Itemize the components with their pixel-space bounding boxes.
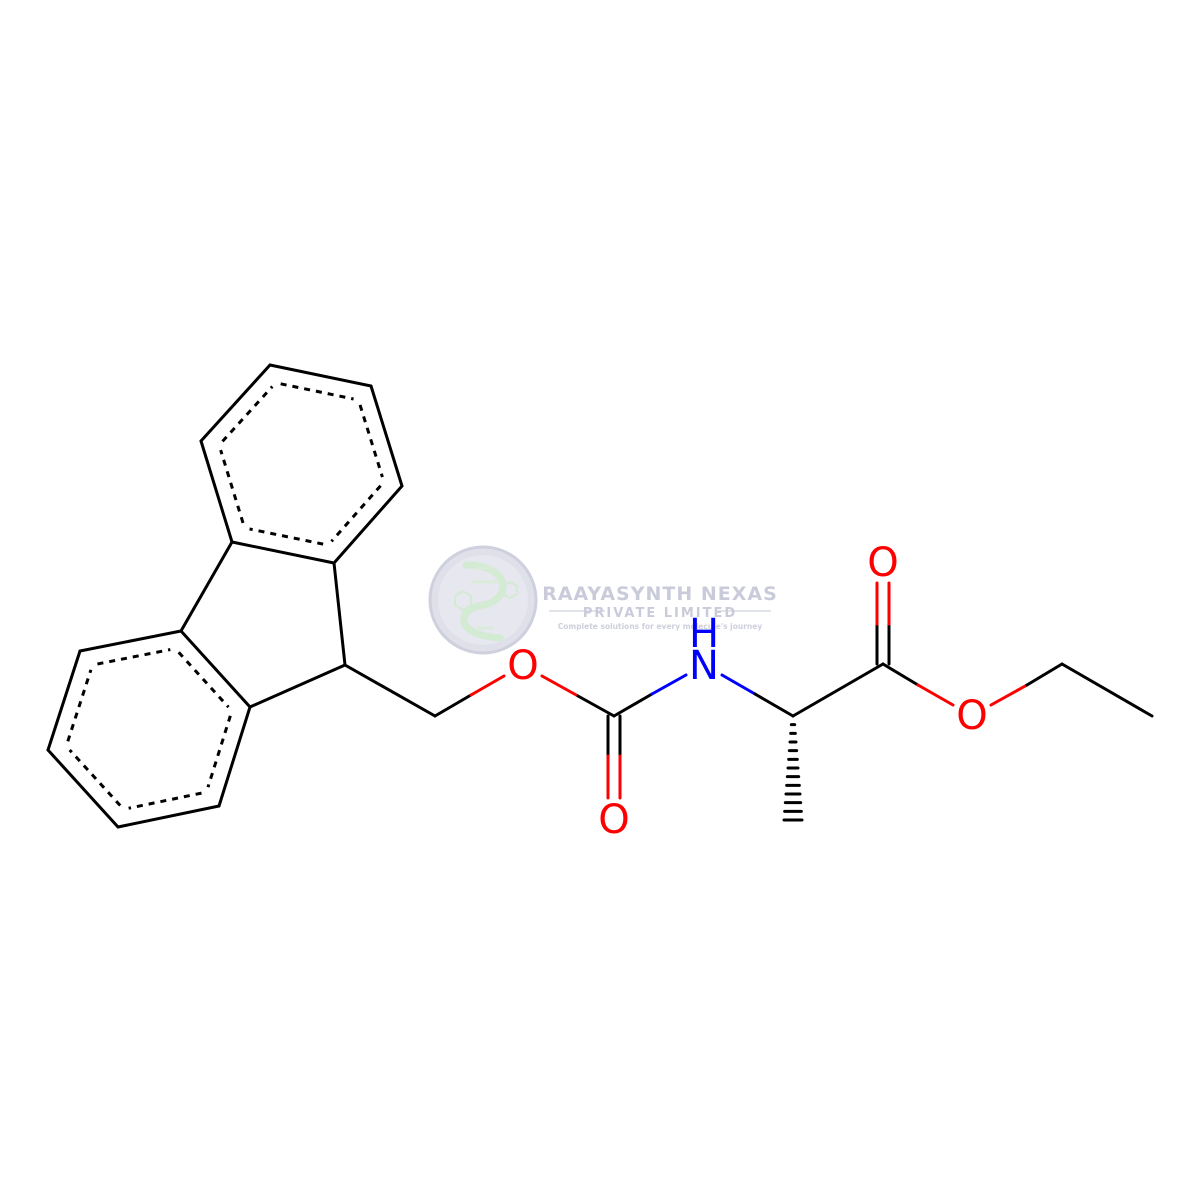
- fluorene-c9-top-bond: [332, 561, 347, 667]
- top-benzene-ring-bond-1: [369, 384, 404, 488]
- alpha-carbonyl-bond: [791, 662, 885, 718]
- c9-ch2-bond: [343, 663, 437, 718]
- top-benzene-ring-aromatic-4: [219, 449, 245, 524]
- ester-o-bond-oxygen-half: [916, 683, 955, 707]
- n-alpha-bond-nitrogen-half: [720, 673, 757, 696]
- top-benzene-ring-aromatic-5: [221, 385, 274, 443]
- o-ethyl-bond-oxygen-half: [989, 683, 1029, 707]
- o-carbamate-bond-carbon-half: [576, 694, 616, 718]
- fluorene-c9-bottom-bond: [248, 663, 347, 709]
- ethyl-cc-bond: [1060, 662, 1154, 718]
- top-benzene-ring-bond-5: [199, 363, 272, 443]
- bottom-benzene-ring-bond-4: [46, 649, 82, 752]
- top-benzene-ring-aromatic-0: [280, 382, 354, 401]
- bottom-benzene-ring-aromatic-0: [177, 651, 230, 709]
- bottom-benzene-ring-bond-1: [217, 705, 252, 808]
- top-benzene-ring-aromatic-2: [330, 484, 382, 543]
- bottom-benzene-ring-bond-0: [179, 629, 252, 709]
- atom-oxygen-ether: O: [507, 643, 538, 689]
- atom-oxygen-ester: O: [956, 693, 987, 739]
- top-benzene-ring-aromatic-1: [358, 404, 384, 478]
- bottom-benzene-ring-aromatic-3: [68, 748, 122, 807]
- atom-nitrogen-amide: N: [689, 643, 719, 689]
- ch2-o-bond-carbon-half: [433, 693, 473, 718]
- bottom-benzene-ring-aromatic-5: [97, 648, 171, 666]
- bottom-benzene-ring-bond-2: [116, 804, 221, 829]
- o-ethyl-bond-carbon-half: [1025, 662, 1064, 687]
- watermark-subtitle: PRIVATE LIMITED: [583, 606, 737, 621]
- watermark-tagline: Complete solutions for every molecule's …: [558, 622, 763, 631]
- top-benzene-ring-bond-2: [332, 484, 404, 565]
- atom-oxygen-carbonyl: O: [598, 797, 629, 843]
- o-carbamate-bond-oxygen-half: [540, 674, 580, 698]
- bond-layer: [46, 363, 1154, 829]
- n-alpha-bond-carbon-half: [753, 692, 795, 718]
- bottom-benzene-ring-aromatic-1: [206, 715, 232, 788]
- top-benzene-ring-bond-4: [199, 439, 234, 544]
- atom-layer: O O N H O O: [507, 540, 987, 843]
- dna-helix-logo: [428, 545, 538, 655]
- atom-hydrogen-amide: H: [689, 611, 719, 657]
- fluorene-biaryl-bond: [179, 540, 234, 633]
- watermark: RAAYASYNTH NEXAS PRIVATE LIMITED Complet…: [428, 545, 778, 655]
- ester-o-bond-carbon-half: [881, 662, 920, 687]
- atom-oxygen-ester-carbonyl: O: [867, 540, 898, 586]
- bottom-benzene-ring-bond-5: [78, 629, 183, 653]
- bottom-benzene-ring-aromatic-4: [66, 669, 93, 742]
- carbamate-n-bond-carbon-half: [612, 692, 654, 718]
- bottom-benzene-ring-bond-3: [46, 748, 120, 829]
- carbamate-n-bond-nitrogen-half: [650, 673, 688, 696]
- bottom-benzene-ring-aromatic-2: [128, 791, 202, 810]
- top-benzene-ring-aromatic-3: [249, 527, 324, 546]
- top-benzene-ring-bond-3: [230, 540, 336, 565]
- watermark-company: RAAYASYNTH NEXAS: [542, 583, 778, 605]
- ch2-o-bond-oxygen-half: [469, 674, 506, 697]
- top-benzene-ring-bond-0: [268, 363, 373, 388]
